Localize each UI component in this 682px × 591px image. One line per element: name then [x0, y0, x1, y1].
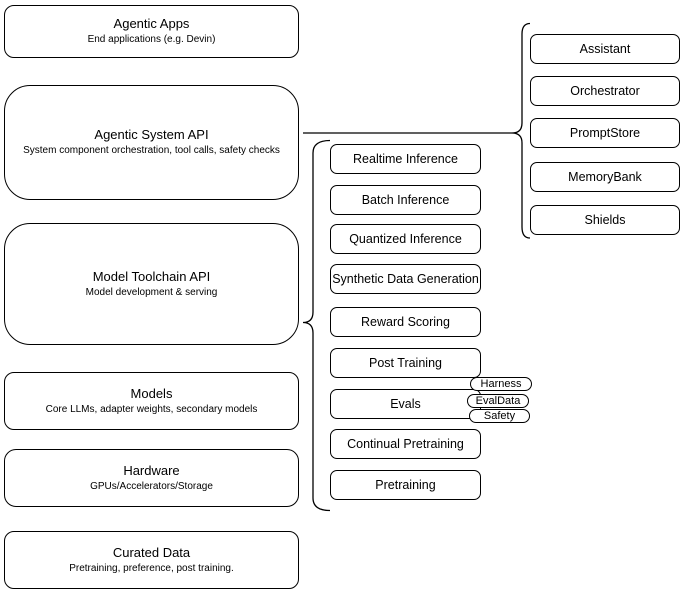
system-component-memorybank: MemoryBank: [530, 162, 680, 192]
box-subtitle: Core LLMs, adapter weights, secondary mo…: [45, 403, 258, 415]
box-title: Model Toolchain API: [92, 268, 211, 284]
toolchain-item-quantized-inference: Quantized Inference: [330, 224, 481, 254]
evals-tag-evaldata: EvalData: [467, 394, 529, 408]
box-title: Models: [130, 385, 173, 401]
box-subtitle: End applications (e.g. Devin): [87, 34, 216, 45]
box-title: Hardware: [123, 462, 180, 478]
toolchain-item-synthetic-data-generation: Synthetic Data Generation: [330, 264, 481, 294]
system-component-shields: Shields: [530, 205, 680, 235]
toolchain-bracket: [302, 139, 331, 512]
box-subtitle: System component orchestration, tool cal…: [23, 145, 280, 156]
box-agentic-system-api: Agentic System API System component orch…: [4, 85, 299, 200]
box-subtitle: Pretraining, preference, post training.: [69, 562, 234, 574]
toolchain-item-continual-pretraining: Continual Pretraining: [330, 429, 481, 459]
box-subtitle: Model development & serving: [85, 286, 218, 298]
toolchain-item-batch-inference: Batch Inference: [330, 185, 481, 215]
box-title: Agentic Apps: [113, 16, 190, 31]
box-models: Models Core LLMs, adapter weights, secon…: [4, 372, 299, 430]
system-component-promptstore: PromptStore: [530, 118, 680, 148]
toolchain-item-post-training: Post Training: [330, 348, 481, 378]
toolchain-item-reward-scoring: Reward Scoring: [330, 307, 481, 337]
box-hardware: Hardware GPUs/Accelerators/Storage: [4, 449, 299, 507]
system-component-orchestrator: Orchestrator: [530, 76, 680, 106]
evals-tag-safety: Safety: [469, 409, 530, 423]
box-title: Curated Data: [112, 544, 191, 560]
toolchain-item-evals: Evals: [330, 389, 481, 419]
box-curated-data: Curated Data Pretraining, preference, po…: [4, 531, 299, 589]
toolchain-item-pretraining: Pretraining: [330, 470, 481, 500]
box-subtitle: GPUs/Accelerators/Storage: [90, 480, 213, 492]
system-component-assistant: Assistant: [530, 34, 680, 64]
box-agentic-apps: Agentic Apps End applications (e.g. Devi…: [4, 5, 299, 58]
evals-tag-harness: Harness: [470, 377, 532, 391]
box-model-toolchain-api: Model Toolchain API Model development & …: [4, 223, 299, 345]
toolchain-item-realtime-inference: Realtime Inference: [330, 144, 481, 174]
system-components-bracket: [511, 22, 531, 239]
box-title: Agentic System API: [94, 127, 209, 142]
